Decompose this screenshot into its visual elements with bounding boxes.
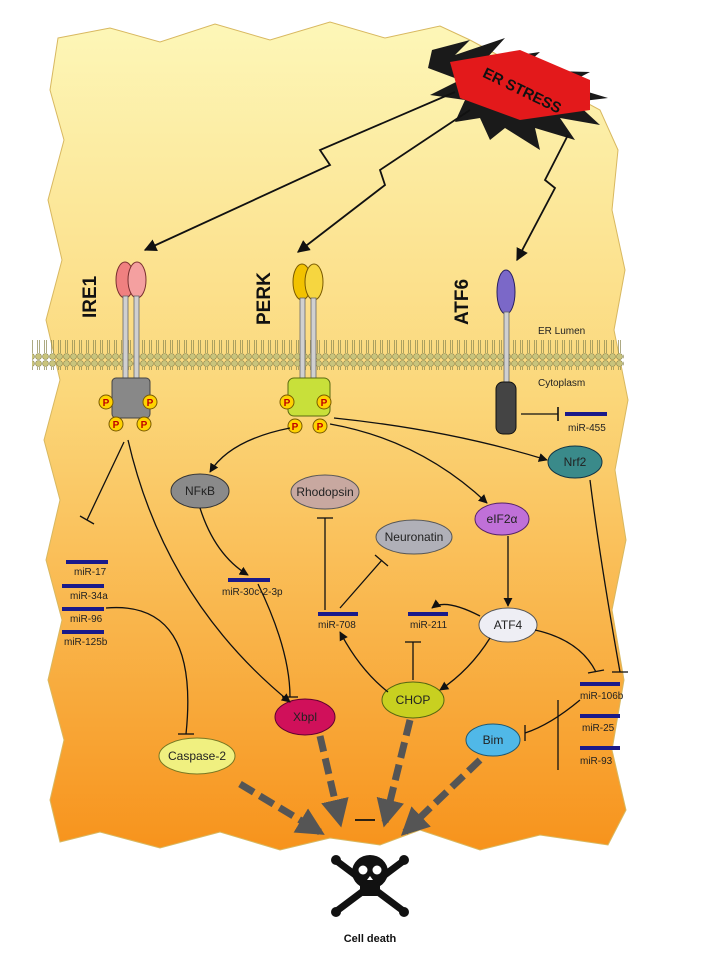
phospho-label: P bbox=[147, 398, 154, 409]
node-neuronatin: Neuronatin bbox=[375, 519, 453, 555]
phospho-label: P bbox=[103, 398, 110, 409]
perk-label: PERK bbox=[254, 272, 275, 325]
skull-crossbones-icon bbox=[331, 855, 409, 917]
node-nfkb: NFκB bbox=[170, 473, 230, 509]
mirna-cluster-ire1: miR-17 miR-34a miR-96 miR-125b bbox=[62, 560, 108, 648]
mirna-mir455: miR-455 bbox=[521, 407, 607, 434]
phospho-label: P bbox=[317, 422, 324, 433]
phospho-label: P bbox=[284, 398, 291, 409]
ire1-receptor bbox=[111, 261, 151, 419]
mir106b-label: miR-106b bbox=[580, 691, 624, 702]
node-xbp1: Xbpl bbox=[274, 698, 336, 736]
chop-label: CHOP bbox=[396, 693, 431, 707]
ire1-phospho-group: P P P P bbox=[98, 394, 158, 432]
stress-arrow-perk bbox=[297, 109, 471, 253]
xbp1-label: Xbpl bbox=[293, 710, 317, 724]
mir125b-label: miR-125b bbox=[64, 637, 108, 648]
mir708-label: miR-708 bbox=[318, 620, 356, 631]
eif2a-label: eIF2α bbox=[487, 512, 518, 526]
mir17-label: miR-17 bbox=[74, 567, 107, 578]
phospho-label: P bbox=[113, 420, 120, 431]
mirna-mir211: miR-211 bbox=[408, 612, 448, 631]
cytoplasm-label: Cytoplasm bbox=[538, 378, 585, 389]
caspase2-label: Caspase-2 bbox=[168, 749, 226, 763]
node-atf4: ATF4 bbox=[478, 607, 538, 643]
mir455-label: miR-455 bbox=[568, 423, 606, 434]
inhibition-links bbox=[79, 441, 628, 770]
mirna-mir30c: miR-30c-2-3p bbox=[222, 578, 283, 598]
phospho-label: P bbox=[141, 420, 148, 431]
atf6-label: ATF6 bbox=[452, 279, 473, 325]
node-chop: CHOP bbox=[381, 681, 445, 719]
mir30c-label: miR-30c-2-3p bbox=[222, 587, 283, 598]
atf4-label: ATF4 bbox=[494, 618, 523, 632]
phospho-label: P bbox=[292, 422, 299, 433]
node-nrf2: Nrf2 bbox=[547, 445, 603, 479]
neuronatin-label: Neuronatin bbox=[385, 530, 444, 544]
cell-background bbox=[43, 21, 629, 851]
nfkb-label: NFκB bbox=[185, 484, 215, 498]
ire1-label: IRE1 bbox=[80, 275, 101, 318]
activation-arrows bbox=[127, 417, 548, 703]
phospho-label: P bbox=[321, 398, 328, 409]
rhodopsin-label: Rhodopsin bbox=[296, 485, 353, 499]
death-arrows bbox=[238, 719, 483, 836]
atf6-receptor bbox=[495, 269, 517, 435]
er-stress-burst: ER STRESS bbox=[428, 38, 608, 150]
mirna-cluster-right: miR-106b miR-25 miR-93 bbox=[580, 682, 624, 767]
mir93-label: miR-93 bbox=[580, 756, 613, 767]
node-eif2a: eIF2α bbox=[474, 502, 530, 536]
stress-arrow-ire1 bbox=[143, 91, 456, 251]
bim-label: Bim bbox=[483, 733, 504, 747]
nrf2-label: Nrf2 bbox=[564, 455, 587, 469]
mir96-label: miR-96 bbox=[70, 614, 103, 625]
perk-phospho-group: P P P P bbox=[279, 394, 332, 434]
cell-death-label: Cell death bbox=[344, 933, 397, 945]
node-bim: Bim bbox=[465, 723, 521, 757]
mir25-label: miR-25 bbox=[582, 723, 615, 734]
node-caspase2: Caspase-2 bbox=[158, 737, 236, 775]
stress-arrow-atf6 bbox=[516, 134, 569, 262]
mirna-mir708: miR-708 bbox=[318, 612, 358, 631]
mir34a-label: miR-34a bbox=[70, 591, 108, 602]
node-rhodopsin: Rhodopsin bbox=[290, 474, 360, 510]
er-lumen-label: ER Lumen bbox=[538, 326, 585, 337]
mir211-label: miR-211 bbox=[410, 620, 447, 631]
er-membrane bbox=[32, 340, 624, 370]
